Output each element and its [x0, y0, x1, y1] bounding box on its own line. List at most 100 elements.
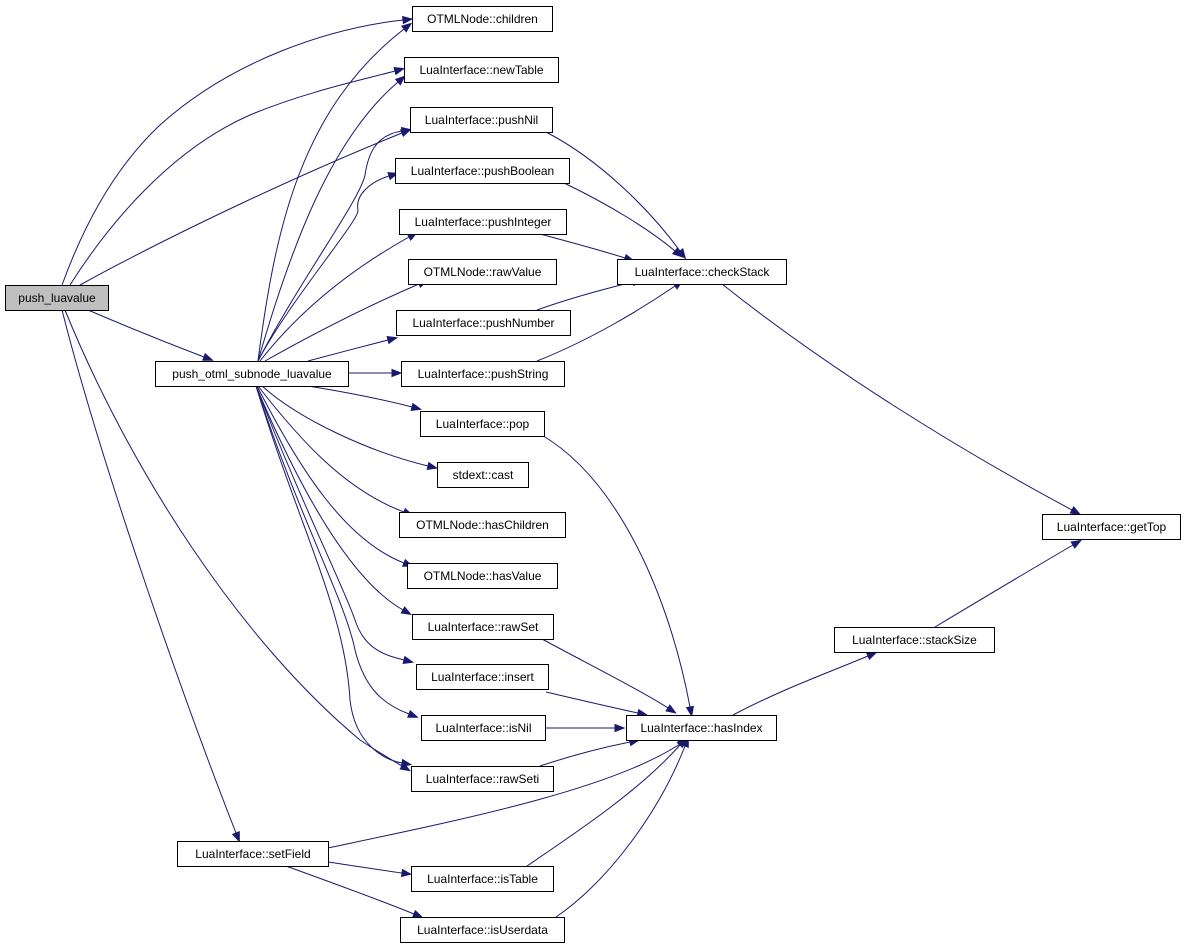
- node-label: push_luavalue: [18, 291, 96, 305]
- node-children[interactable]: OTMLNode::children: [412, 6, 553, 32]
- node-box: [626, 715, 777, 741]
- node-rawSeti[interactable]: LuaInterface::rawSeti: [411, 766, 554, 792]
- arrowhead: [426, 461, 439, 470]
- node-label: LuaInterface::rawSet: [428, 620, 539, 634]
- node-checkStack[interactable]: LuaInterface::checkStack: [617, 259, 787, 285]
- node-label: LuaInterface::pop: [436, 417, 530, 431]
- edge-push_otml_subnode_luavalue-to-newTable: [257, 75, 406, 362]
- node-box: [399, 209, 567, 235]
- edge-line: [64, 309, 403, 767]
- node-push_luavalue[interactable]: push_luavalue: [5, 285, 109, 311]
- node-cast[interactable]: stdext::cast: [437, 462, 529, 488]
- node-hasIndex[interactable]: LuaInterface::hasIndex: [626, 715, 777, 741]
- node-box: [420, 411, 545, 437]
- edge-push_otml_subnode_luavalue-to-cast: [261, 385, 439, 470]
- edge-isTable-to-hasIndex: [526, 737, 687, 867]
- edge-setField-to-isTable: [327, 861, 413, 878]
- node-isUserdata[interactable]: LuaInterface::isUserdata: [400, 917, 565, 943]
- node-label: OTMLNode::hasValue: [424, 569, 542, 583]
- edge-pop-to-hasIndex: [539, 433, 695, 718]
- edge-line: [257, 385, 405, 513]
- node-box: [412, 614, 554, 640]
- edge-line: [257, 175, 390, 362]
- edge-line: [327, 861, 403, 874]
- edge-line: [307, 385, 413, 408]
- arrowhead: [665, 704, 677, 714]
- node-box: [617, 259, 787, 285]
- arrowhead: [394, 75, 406, 86]
- node-label: LuaInterface::rawSeti: [426, 772, 539, 786]
- edge-rawSet-to-hasIndex: [541, 638, 677, 714]
- node-box: [437, 462, 529, 488]
- node-label: LuaInterface::isUserdata: [417, 923, 548, 937]
- node-pushNil[interactable]: LuaInterface::pushNil: [410, 107, 553, 133]
- edge-push_luavalue-to-children: [61, 15, 414, 286]
- edge-push_otml_subnode_luavalue-to-hasChildren: [257, 385, 414, 516]
- node-box: [395, 158, 570, 184]
- node-rawSet[interactable]: LuaInterface::rawSet: [412, 614, 554, 640]
- node-box: [416, 664, 549, 690]
- node-pushString[interactable]: LuaInterface::pushString: [401, 361, 565, 387]
- node-box: [177, 841, 329, 867]
- edge-isUserdata-to-hasIndex: [555, 736, 689, 918]
- edge-push_otml_subnode_luavalue-to-children: [257, 22, 413, 362]
- node-hasValue[interactable]: OTMLNode::hasValue: [407, 563, 558, 589]
- arrowhead: [865, 651, 878, 661]
- edge-push_luavalue-to-push_otml_subnode_luavalue: [87, 309, 214, 361]
- node-pop[interactable]: LuaInterface::pop: [420, 411, 545, 437]
- node-box: [410, 107, 553, 133]
- edge-line: [541, 638, 669, 709]
- arrowhead: [386, 336, 399, 345]
- node-pushBoolean[interactable]: LuaInterface::pushBoolean: [395, 158, 570, 184]
- edge-push_otml_subnode_luavalue-to-pushNumber: [307, 336, 399, 362]
- node-isNil[interactable]: LuaInterface::isNil: [421, 715, 546, 741]
- edge-stackSize-to-getTop: [934, 539, 1082, 628]
- node-label: OTMLNode::children: [427, 12, 538, 26]
- node-rawValue[interactable]: OTMLNode::rawValue: [408, 259, 557, 285]
- node-pushInteger[interactable]: LuaInterface::pushInteger: [399, 209, 567, 235]
- node-label: stdext::cast: [453, 468, 514, 482]
- edge-line: [255, 385, 403, 764]
- node-label: LuaInterface::setField: [195, 847, 310, 861]
- edge-push_otml_subnode_luavalue-to-isNil: [255, 385, 419, 718]
- arrowhead: [400, 758, 413, 768]
- edge-line: [536, 281, 634, 311]
- edge-push_luavalue-to-newTable: [69, 67, 406, 286]
- edge-line: [545, 131, 681, 252]
- edge-line: [257, 81, 399, 362]
- edge-line: [327, 743, 681, 849]
- node-stackSize[interactable]: LuaInterface::stackSize: [834, 627, 995, 653]
- node-newTable[interactable]: LuaInterface::newTable: [404, 57, 559, 83]
- arrowhead: [407, 709, 419, 718]
- node-label: OTMLNode::hasChildren: [416, 518, 549, 532]
- node-setField[interactable]: LuaInterface::setField: [177, 841, 329, 867]
- node-box: [400, 917, 565, 943]
- edge-line: [285, 865, 415, 915]
- edge-line: [536, 285, 676, 362]
- arrowhead: [1070, 539, 1082, 549]
- arrowhead: [1069, 506, 1082, 515]
- node-getTop[interactable]: LuaInterface::getTop: [1042, 514, 1181, 540]
- node-label: LuaInterface::pushString: [418, 367, 549, 381]
- edge-line: [255, 385, 410, 715]
- node-label: LuaInterface::isTable: [427, 872, 538, 886]
- node-pushNumber[interactable]: LuaInterface::pushNumber: [396, 310, 571, 336]
- node-label: push_otml_subnode_luavalue: [172, 367, 332, 381]
- node-label: LuaInterface::isNil: [435, 721, 531, 735]
- edge-push_luavalue-to-pushNil: [79, 129, 412, 286]
- node-isTable[interactable]: LuaInterface::isTable: [411, 866, 554, 892]
- edge-line: [87, 309, 205, 358]
- edge-line: [69, 70, 396, 286]
- node-insert[interactable]: LuaInterface::insert: [416, 664, 549, 690]
- node-box: [412, 6, 553, 32]
- node-box: [411, 766, 554, 792]
- edge-pushBoolean-to-checkStack: [563, 182, 683, 258]
- arrowhead: [410, 402, 423, 411]
- arrowhead: [400, 606, 413, 616]
- node-box: [396, 310, 571, 336]
- node-label: LuaInterface::stackSize: [852, 633, 977, 647]
- arrowhead: [393, 67, 406, 76]
- node-hasChildren[interactable]: OTMLNode::hasChildren: [399, 512, 566, 538]
- arrowhead: [202, 352, 214, 361]
- node-push_otml_subnode_luavalue[interactable]: push_otml_subnode_luavalue: [155, 361, 349, 387]
